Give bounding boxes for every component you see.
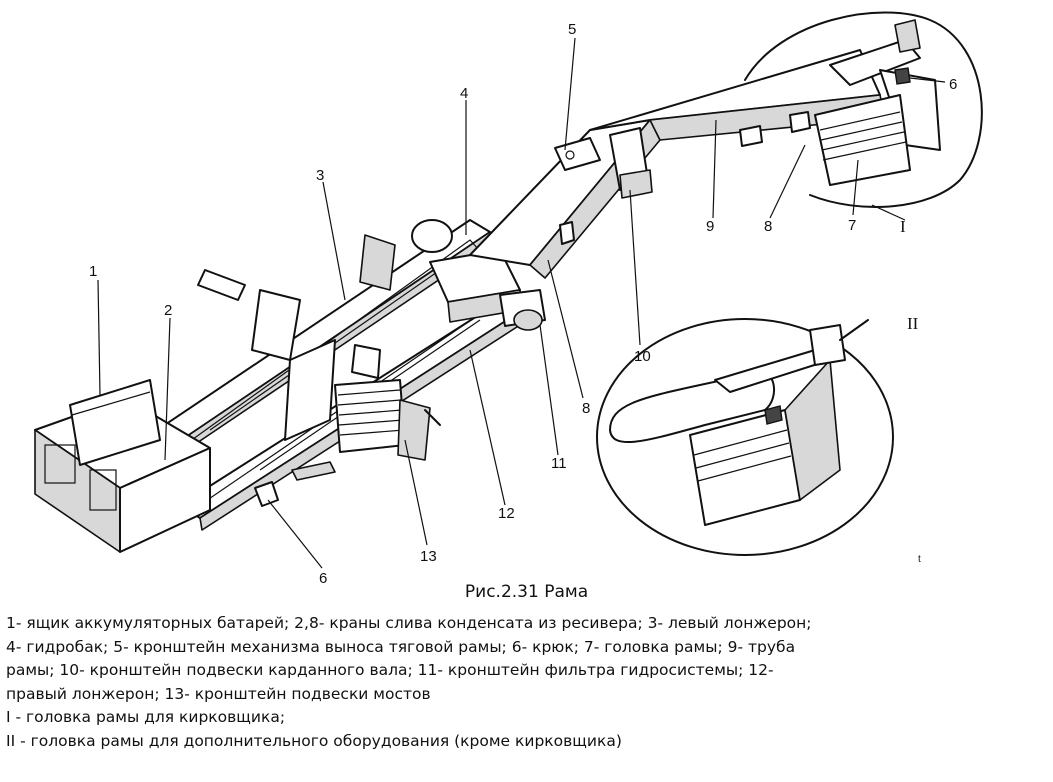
callout-9: 9 — [706, 218, 714, 235]
frame-tube — [469, 49, 886, 279]
legend-line-2: 4- гидробак; 5- кронштейн механизма выно… — [6, 637, 796, 656]
stray-mark: t — [918, 554, 921, 565]
callout-10: 10 — [634, 348, 651, 365]
detail-I — [744, 11, 983, 208]
main-frame — [34, 219, 546, 553]
legend-line-5: I - головка рамы для кирковщика; — [6, 708, 286, 726]
legend-line-4: правый лонжерон; 13- кронштейн подвески … — [6, 684, 431, 703]
figure-legend: 1- ящик аккумуляторных батарей; 2,8- кра… — [6, 612, 1048, 753]
legend-line-6: II - головка рамы для дополнительного об… — [6, 731, 622, 750]
leader-lines — [97, 37, 946, 569]
callout-7: 7 — [848, 217, 856, 234]
detail-II — [596, 318, 894, 556]
callout-8: 8 — [582, 400, 590, 417]
legend-line-3: рамы; 10- кронштейн подвески карданного … — [6, 661, 774, 679]
callout-2: 2 — [164, 302, 172, 319]
legend-line-1: 1- ящик аккумуляторных батарей; 2,8- кра… — [6, 614, 812, 632]
callout-11: 11 — [551, 455, 567, 472]
callout-13: 13 — [420, 548, 437, 565]
callout-1: 1 — [89, 263, 97, 280]
roman-II: II — [907, 314, 919, 333]
callout-12: 12 — [498, 505, 515, 522]
callout-6: 6 — [319, 570, 327, 587]
callout-8-head: 8 — [764, 218, 772, 235]
callouts: 1 2 3 4 5 6 7 8 9 I 10 8 11 12 13 6 II t — [89, 21, 957, 587]
figure-caption: Рис.2.31 Рама — [464, 582, 589, 602]
callout-4: 4 — [460, 85, 468, 102]
roman-I: I — [900, 217, 906, 236]
frame-drawing: 1 2 3 4 5 6 7 8 9 I 10 8 11 12 13 6 II t — [34, 11, 983, 587]
callout-5: 5 — [568, 21, 576, 38]
callout-6-head: 6 — [949, 76, 957, 93]
callout-3: 3 — [316, 167, 324, 184]
